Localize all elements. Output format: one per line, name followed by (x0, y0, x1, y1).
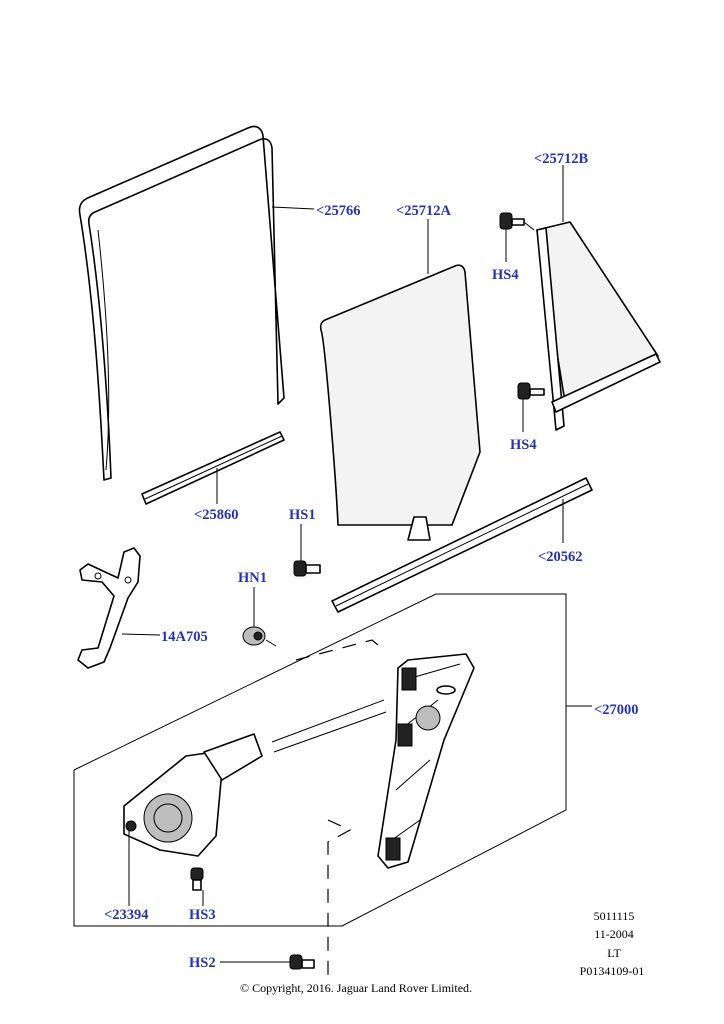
dash-line-lower (327, 819, 352, 980)
reference-line-1: 5011115 (594, 909, 635, 923)
screw-hs4-lower[interactable] (517, 382, 545, 400)
callout-run-channel[interactable]: <25766 (316, 203, 361, 219)
door-glass[interactable] (319, 264, 481, 541)
callout-regulator-assembly[interactable]: <27000 (594, 702, 639, 718)
outer-belt-weatherstrip[interactable] (331, 477, 593, 613)
connector-line-b (273, 711, 387, 753)
quarter-glass[interactable] (536, 221, 661, 431)
glass-run-channel[interactable] (78, 125, 285, 481)
callout-hs1[interactable]: HS1 (289, 507, 316, 523)
screw-hs3[interactable] (190, 867, 204, 891)
inner-belt-weatherstrip[interactable] (141, 431, 285, 505)
callout-quarter-glass[interactable]: <25712B (534, 151, 589, 167)
callout-belt-outer[interactable]: <20562 (538, 549, 583, 565)
callout-hs3[interactable]: HS3 (189, 907, 216, 923)
reference-line-3: LT (607, 946, 621, 960)
screw-hs4-upper[interactable] (499, 212, 525, 230)
callout-hn1[interactable]: HN1 (238, 570, 267, 586)
reference-line-4: P0134109-01 (580, 964, 645, 978)
bolt-hs1[interactable] (293, 560, 321, 577)
reference-line-2: 11-2004 (594, 927, 634, 941)
callout-hs4-upper[interactable]: HS4 (492, 267, 519, 283)
mounting-bracket[interactable] (77, 547, 141, 669)
callout-bracket[interactable]: 14A705 (161, 629, 208, 645)
regulator-assembly-outline (73, 593, 592, 927)
callout-motor[interactable]: <23394 (104, 907, 149, 923)
callout-glass[interactable]: <25712A (396, 203, 452, 219)
bolt-hs2[interactable] (289, 954, 315, 970)
callout-belt-inner[interactable]: <25860 (194, 507, 239, 523)
callout-hs4-lower[interactable]: HS4 (510, 437, 537, 453)
leader-run-channel (271, 206, 315, 210)
copyright-notice: © Copyright, 2016. Jaguar Land Rover Lim… (240, 981, 472, 995)
leader-hs4-upper-b (523, 221, 535, 231)
nut-hn1[interactable] (242, 626, 277, 647)
window-motor[interactable] (123, 733, 263, 857)
window-regulator[interactable] (377, 653, 475, 869)
dash-line-upper (295, 639, 385, 661)
callout-hs2[interactable]: HS2 (189, 955, 216, 971)
connector-line-a (271, 699, 385, 743)
leader-bracket (121, 633, 161, 636)
